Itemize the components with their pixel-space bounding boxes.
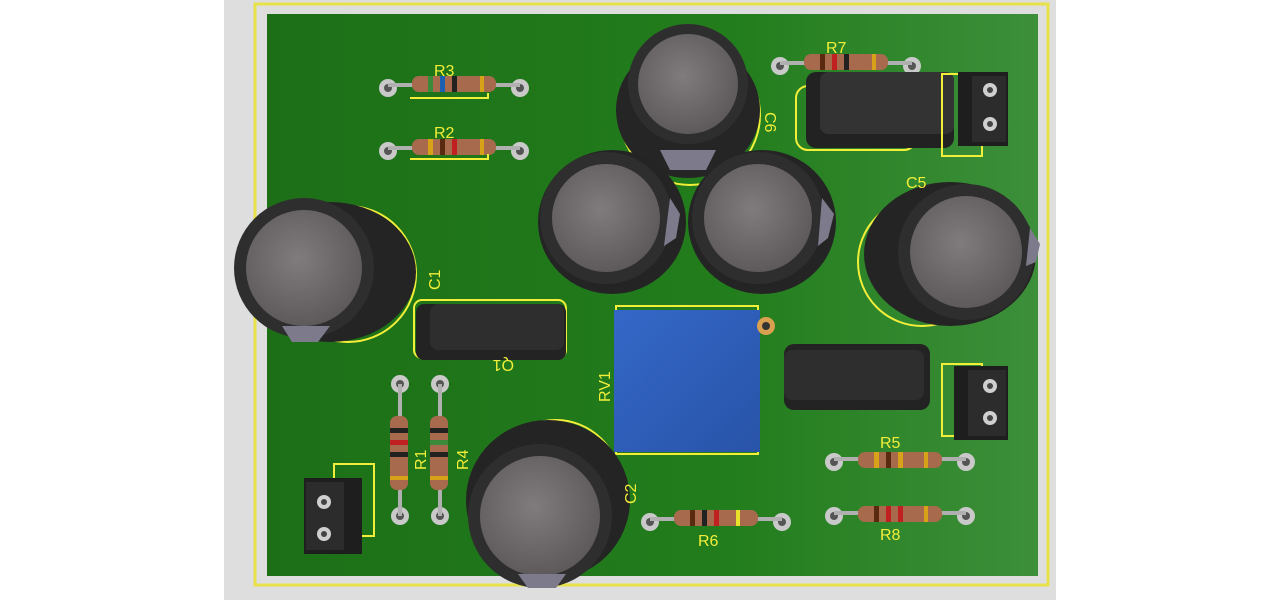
- capacitor-c5: C5: [857, 175, 1040, 327]
- label-c2: C2: [623, 483, 640, 504]
- resistor-r7: R7: [771, 40, 921, 75]
- resistor-r2: R2: [379, 125, 529, 160]
- resistor-r5: R5: [825, 435, 975, 471]
- label-c1: C1: [427, 269, 444, 290]
- label-q1: Q1: [493, 356, 514, 373]
- resistor-r8: R8: [825, 506, 975, 544]
- connector-bottom-left: [304, 463, 375, 554]
- connector-top-right: [941, 72, 1008, 157]
- capacitor-c6: C6: [616, 24, 778, 186]
- resistor-r1: R1: [390, 375, 430, 525]
- label-r7: R7: [826, 40, 847, 57]
- label-c5: C5: [906, 175, 927, 192]
- regulator-top: [795, 72, 954, 151]
- label-rv1: RV1: [597, 371, 614, 402]
- capacitor-c1: C1: [234, 198, 444, 343]
- label-r5: R5: [880, 435, 901, 452]
- label-r2: R2: [434, 125, 455, 142]
- connector-right-middle: [941, 363, 1008, 440]
- label-r8: R8: [880, 527, 901, 544]
- resistor-r4: R4: [430, 375, 472, 525]
- label-c6: C6: [761, 112, 778, 133]
- trimmer-rv1: RV1: [597, 305, 775, 455]
- transistor-q1: Q1: [413, 299, 567, 373]
- resistor-r3: R3: [379, 63, 529, 99]
- label-r6: R6: [698, 533, 719, 550]
- capacitor-c2: C2: [466, 419, 640, 588]
- regulator-bottom: [784, 344, 930, 410]
- capacitor-mid-right: [688, 150, 836, 294]
- label-r1: R1: [413, 449, 430, 470]
- resistor-r6: R6: [641, 510, 791, 550]
- label-r3: R3: [434, 63, 455, 80]
- label-r4: R4: [455, 449, 472, 470]
- capacitor-mid-left: [538, 150, 686, 294]
